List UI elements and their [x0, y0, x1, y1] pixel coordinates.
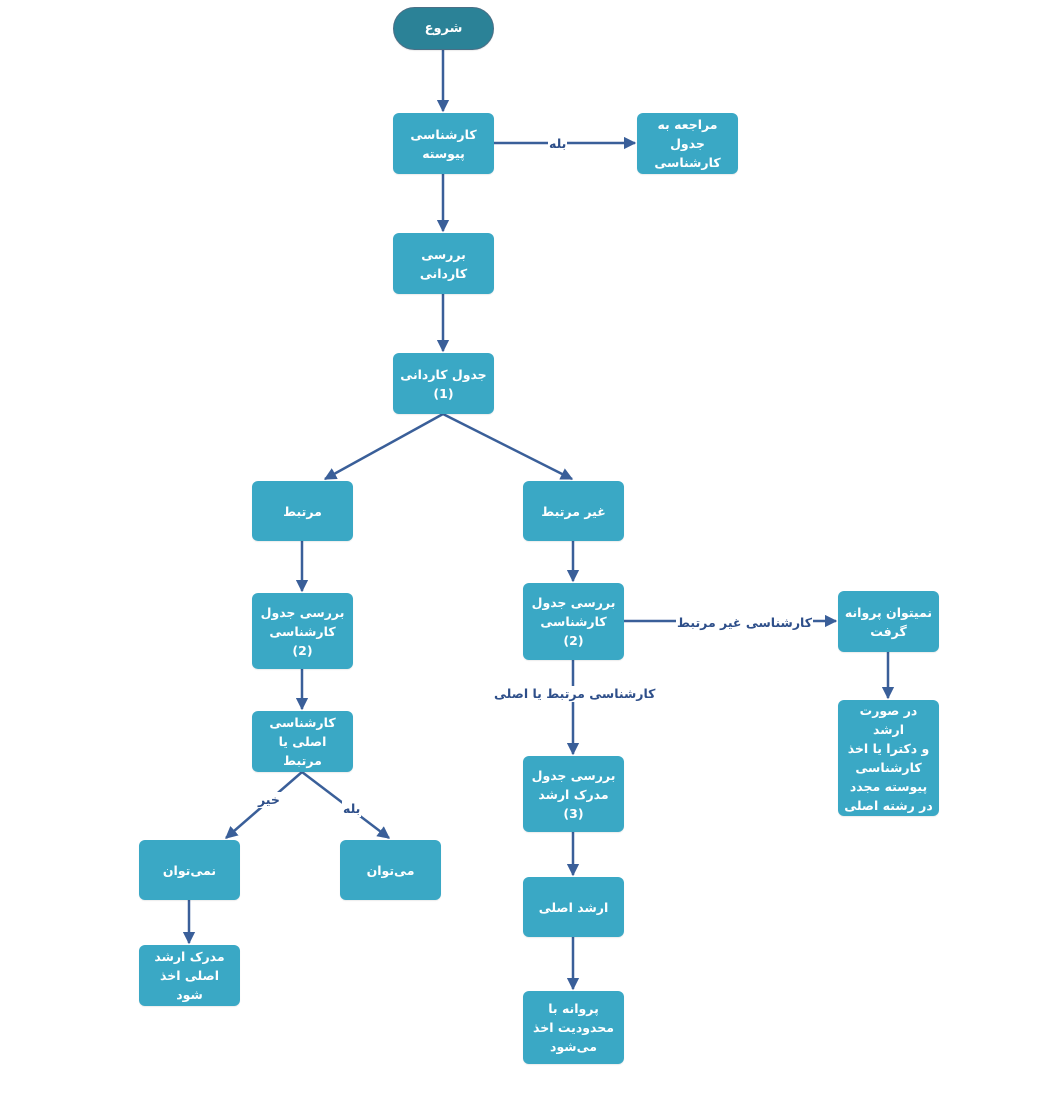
get-main-masters-node: مدرک ارشد اصلی اخذ شود — [139, 945, 240, 1006]
check-associate-node: بررسی کاردانی — [393, 233, 494, 294]
continuous-bachelor-node: کارشناسی پیوسته — [393, 113, 494, 174]
check-bachelor-table-left-node: بررسی جدول کارشناسی (2) — [252, 593, 353, 669]
edge-label-unrelated-bachelor: کارشناسی غیر مرتبط — [676, 615, 814, 631]
if-masters-phd-node: در صورت ارشد و دکترا یا اخذ کارشناسی پیو… — [838, 700, 939, 816]
bachelor-main-or-related-node: کارشناسی اصلی یا مرتبط — [252, 711, 353, 772]
main-masters-node: ارشد اصلی — [523, 877, 624, 937]
limited-license-node: پروانه با محدودیت اخذ می‌شود — [523, 991, 624, 1064]
edge-label-no: خیر — [257, 792, 281, 808]
check-bachelor-table-right-node: بررسی جدول کارشناسی (2) — [523, 583, 624, 660]
edge-label-yes-bottom: بله — [342, 801, 362, 817]
edge-table-to-related — [323, 412, 444, 481]
start-node: شروع — [393, 7, 494, 50]
related-node: مرتبط — [252, 481, 353, 541]
refer-bachelor-table-node: مراجعه به جدول کارشناسی — [637, 113, 738, 174]
associate-table-node: جدول کاردانی (1) — [393, 353, 494, 414]
check-masters-table-node: بررسی جدول مدرک ارشد (3) — [523, 756, 624, 832]
edge-label-related-or-main-bachelor: کارشناسی مرتبط یا اصلی — [493, 686, 657, 702]
cannot-node: نمی‌توان — [139, 840, 240, 900]
cannot-get-license-node: نمیتوان پروانه گرفت — [838, 591, 939, 652]
can-node: می‌توان — [340, 840, 441, 900]
edge-label-yes-top: بله — [548, 136, 568, 152]
unrelated-node: غیر مرتبط — [523, 481, 624, 541]
edge-table-to-unrelated — [442, 412, 574, 481]
